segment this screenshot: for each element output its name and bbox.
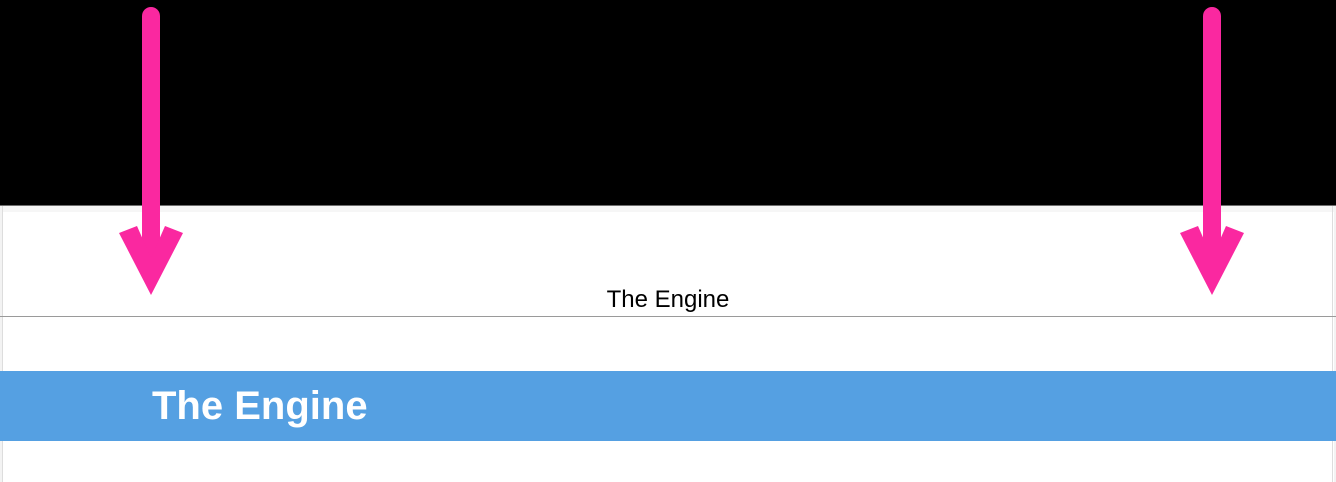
section-heading-text: The Engine xyxy=(152,383,368,428)
down-arrow-head xyxy=(119,226,183,295)
page-top-shadow xyxy=(0,206,1336,212)
page-left-border xyxy=(2,206,3,482)
top-black-region xyxy=(0,0,1336,206)
down-arrow-head xyxy=(1180,226,1244,295)
page-left-gutter xyxy=(0,206,2,482)
header-divider-line xyxy=(0,316,1336,317)
down-arrow-icon xyxy=(119,7,183,295)
document-header-title: The Engine xyxy=(606,286,730,313)
page-right-border xyxy=(1332,206,1333,482)
down-arrow-icon xyxy=(1180,7,1244,295)
section-heading-bar: The Engine xyxy=(0,371,1336,441)
page-right-gutter xyxy=(1334,206,1336,482)
